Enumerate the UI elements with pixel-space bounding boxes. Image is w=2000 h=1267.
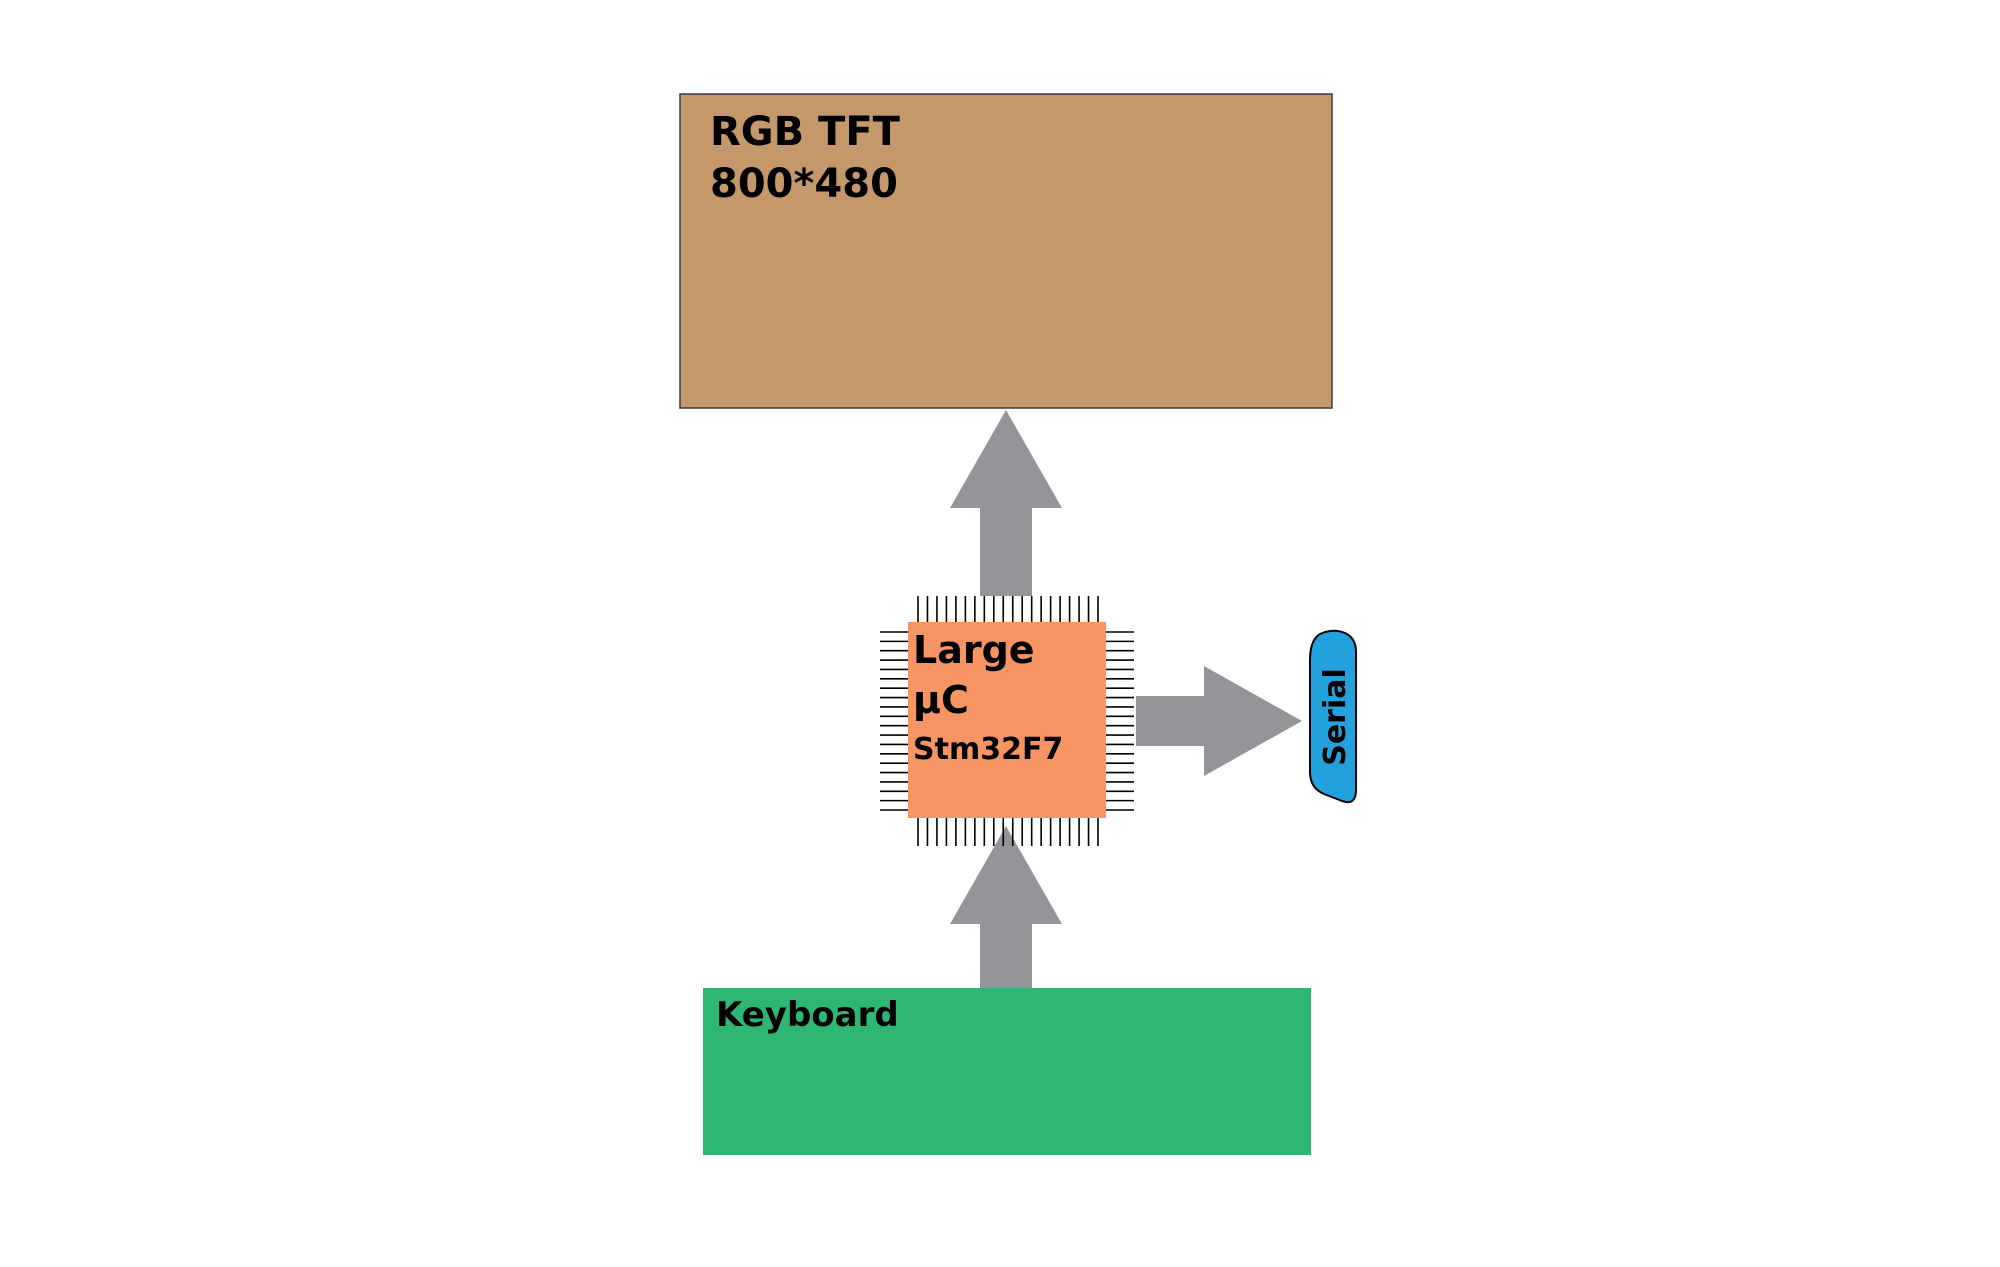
keyboard-label: Keyboard — [716, 995, 899, 1035]
serial-label: Serial — [1318, 668, 1353, 766]
arrow-keyboard-to-mcu — [950, 826, 1062, 990]
display-resolution: 800*480 — [710, 161, 898, 207]
mcu-label-large: Large — [913, 628, 1035, 672]
display-box — [679, 93, 1333, 409]
mcu-label-uc: µC — [913, 678, 969, 722]
arrow-mcu-to-serial — [1136, 666, 1302, 776]
serial-body — [1309, 629, 1357, 804]
mcu-pins — [880, 596, 1134, 846]
display-title: RGB TFT — [710, 109, 901, 155]
keyboard-box — [703, 988, 1311, 1155]
mcu-block: Large µC Stm32F7 — [908, 622, 1106, 818]
arrow-mcu-to-display — [950, 410, 1062, 596]
mcu-body — [908, 622, 1106, 818]
keyboard-block: Keyboard — [703, 988, 1311, 1155]
mcu-label-part: Stm32F7 — [913, 732, 1063, 767]
display-block: RGB TFT 800*480 — [679, 93, 1333, 409]
serial-connector: Serial — [1309, 629, 1357, 804]
